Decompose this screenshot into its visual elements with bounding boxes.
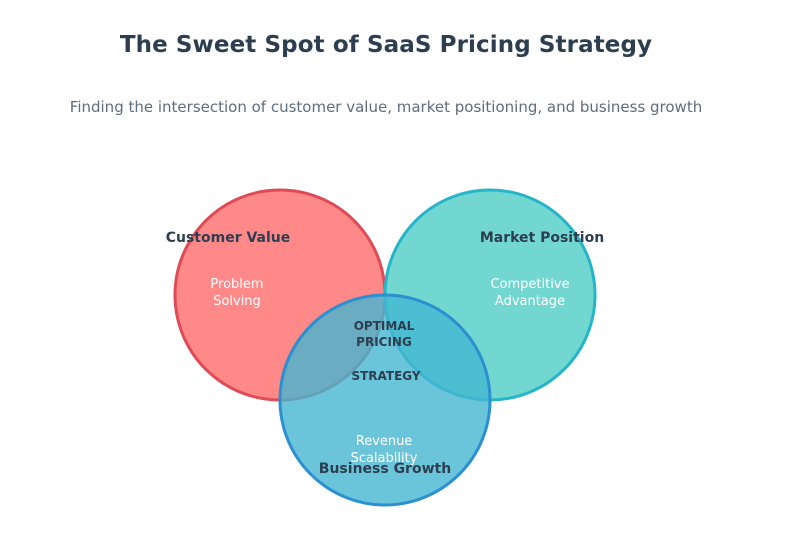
- label-customer-value: Customer Value: [166, 230, 291, 246]
- circle-business-growth: [278, 293, 492, 507]
- label-market-position: Market Position: [480, 230, 604, 246]
- label-business-growth: Business Growth: [319, 461, 451, 477]
- center-line-2: PRICING: [356, 335, 412, 349]
- market-position-line-2: Advantage: [495, 294, 565, 309]
- page-title: The Sweet Spot of SaaS Pricing Strategy: [119, 32, 653, 58]
- customer-value-line-2: Solving: [213, 294, 261, 309]
- center-line-3: STRATEGY: [351, 369, 420, 383]
- market-position-line-1: Competitive: [490, 277, 569, 292]
- page-subtitle: Finding the intersection of customer val…: [69, 98, 703, 116]
- business-growth-line-1: Revenue: [356, 434, 413, 449]
- center-line-1: OPTIMAL: [354, 319, 415, 333]
- customer-value-line-1: Problem: [210, 277, 263, 292]
- business-growth-line-2: Scalability: [351, 451, 418, 466]
